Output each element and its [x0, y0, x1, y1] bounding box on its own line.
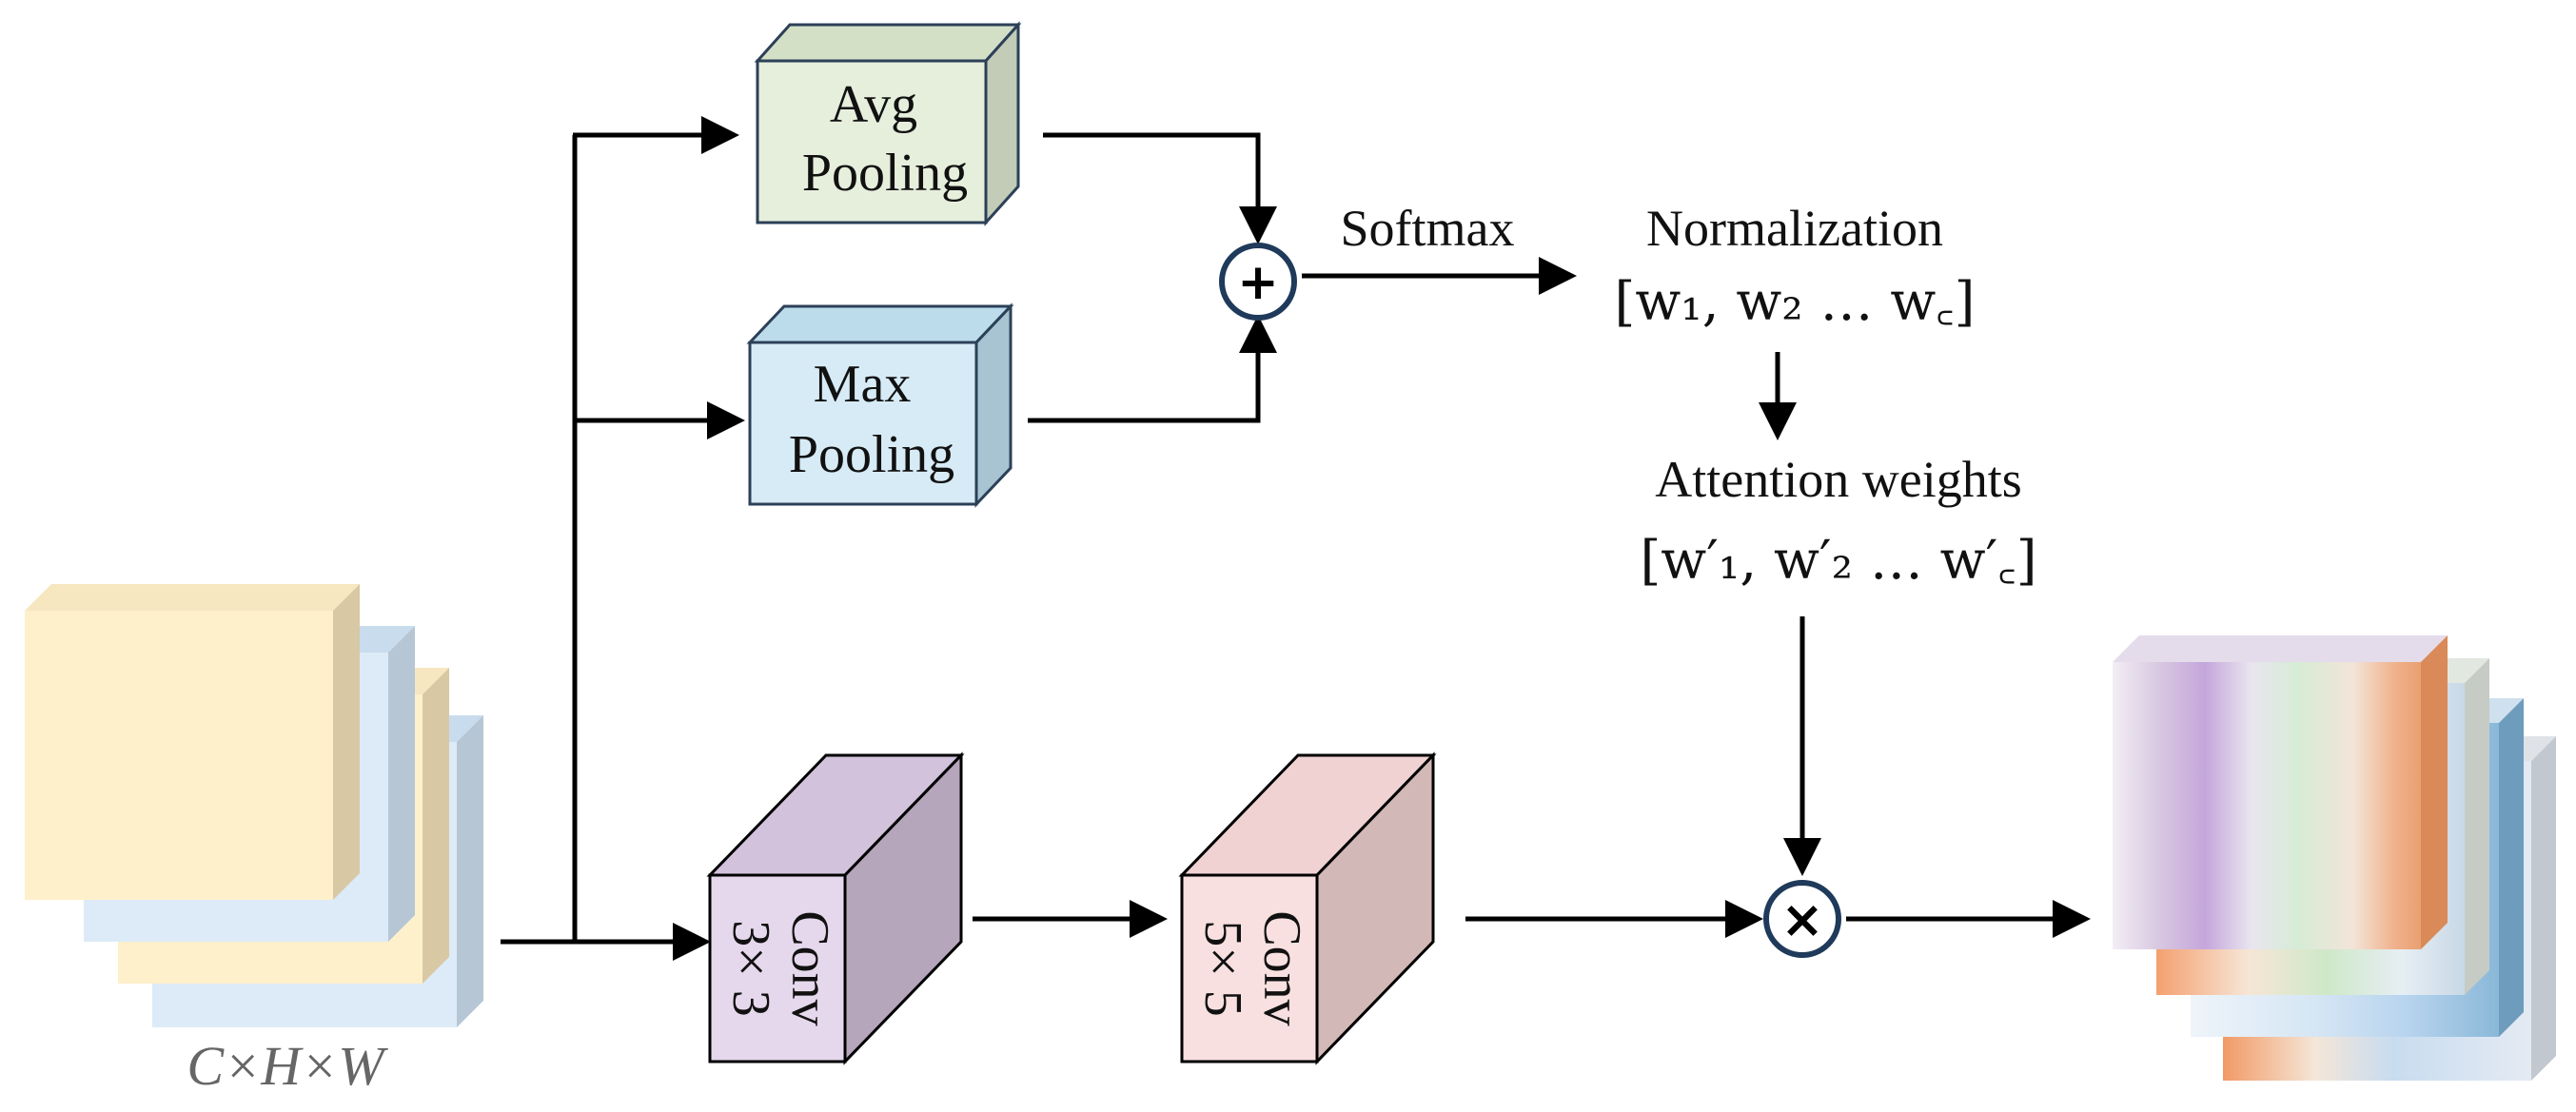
input-feature-stack: C×H×W [25, 584, 483, 1097]
max-to-add-arrow [1028, 315, 1277, 423]
avg-pooling-label-line1: Avg [830, 75, 917, 134]
max-pooling-label-line1: Max [814, 355, 912, 414]
add-operator-symbol: + [1237, 254, 1279, 311]
multiply-operator-symbol: × [1780, 889, 1823, 949]
normalization-label: Normalization [1646, 200, 1943, 257]
conv5x5-block: Conv 5× 5 [1178, 751, 1437, 1065]
input-dimension-label: C×H×W [187, 1035, 388, 1097]
attention-vector: [w′₁, w′₂ … w′꜀] [1640, 530, 2036, 592]
avg-pooling-block: Avg Pooling [754, 21, 1022, 226]
add-operator: + [1219, 243, 1297, 321]
weights-vector: [w₁, w₂ … w꜀] [1615, 271, 1976, 333]
max-pooling-label-line2: Pooling [789, 425, 954, 484]
avg-pooling-label-line2: Pooling [802, 144, 968, 203]
multiply-operator: × [1763, 880, 1841, 958]
conv3x3-block: Conv 3× 3 [706, 751, 965, 1065]
conv3x3-label-line2: 3× 3 [721, 920, 780, 1017]
output-channel-1 [2113, 635, 2448, 949]
input-channel-1 [25, 584, 360, 900]
conv5x5-label-line2: 5× 5 [1193, 920, 1252, 1017]
attention-weights-label: Attention weights [1655, 451, 2021, 508]
conv3x3-label-line1: Conv [780, 910, 839, 1025]
conv5x5-label-line1: Conv [1252, 910, 1311, 1025]
avg-to-add-arrow [1043, 132, 1277, 244]
softmax-label: Softmax [1341, 200, 1515, 257]
output-feature-stack [2113, 635, 2556, 1081]
max-pooling-block: Max Pooling [746, 302, 1014, 508]
